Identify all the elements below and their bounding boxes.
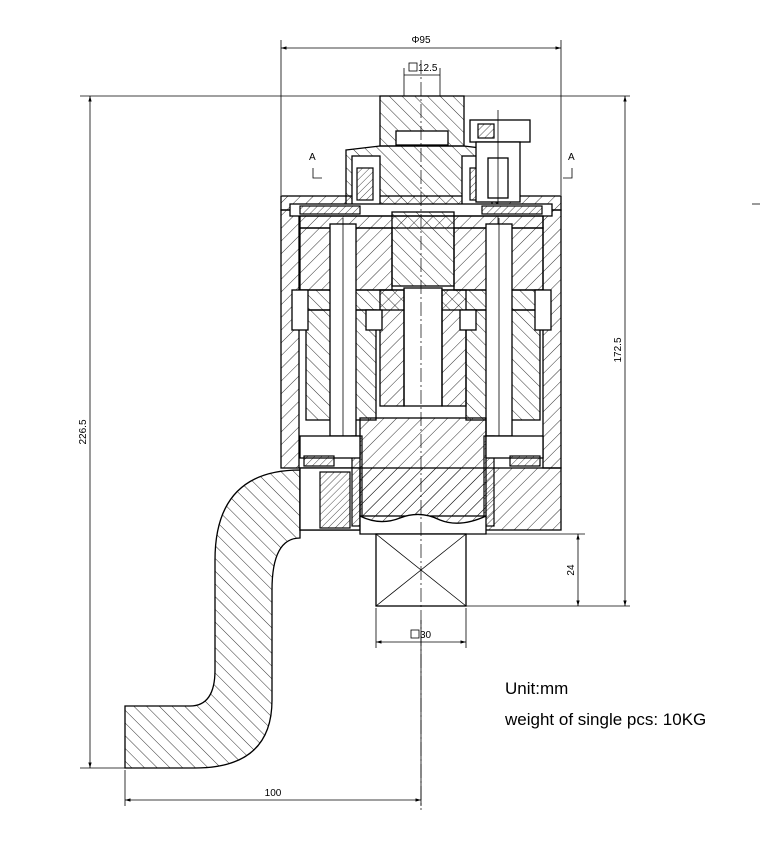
top-drive xyxy=(345,95,498,213)
dim-left-height: 226.5 xyxy=(78,419,89,444)
square-symbol-top xyxy=(408,62,418,72)
dim-bottom-length: 100 xyxy=(265,788,282,799)
dim-right-height: 172.5 xyxy=(613,337,624,362)
lever-arm xyxy=(124,469,301,769)
square-symbol-bottom xyxy=(410,629,420,639)
bolts xyxy=(291,218,552,440)
valve-fitting xyxy=(469,110,531,225)
unit-note: Unit:mm xyxy=(505,679,568,698)
dim-top-square: 12.5 xyxy=(418,63,438,74)
dim-bottom-height: 24 xyxy=(566,564,577,576)
weight-note: weight of single pcs: 10KG xyxy=(504,710,706,729)
dim-top-diameter: Φ95 xyxy=(411,35,431,46)
section-label-right: A xyxy=(568,152,575,163)
lower-hub xyxy=(299,417,544,535)
dim-bottom-square: 30 xyxy=(420,630,432,641)
section-markers xyxy=(312,168,573,179)
section-label-left: A xyxy=(309,152,316,163)
